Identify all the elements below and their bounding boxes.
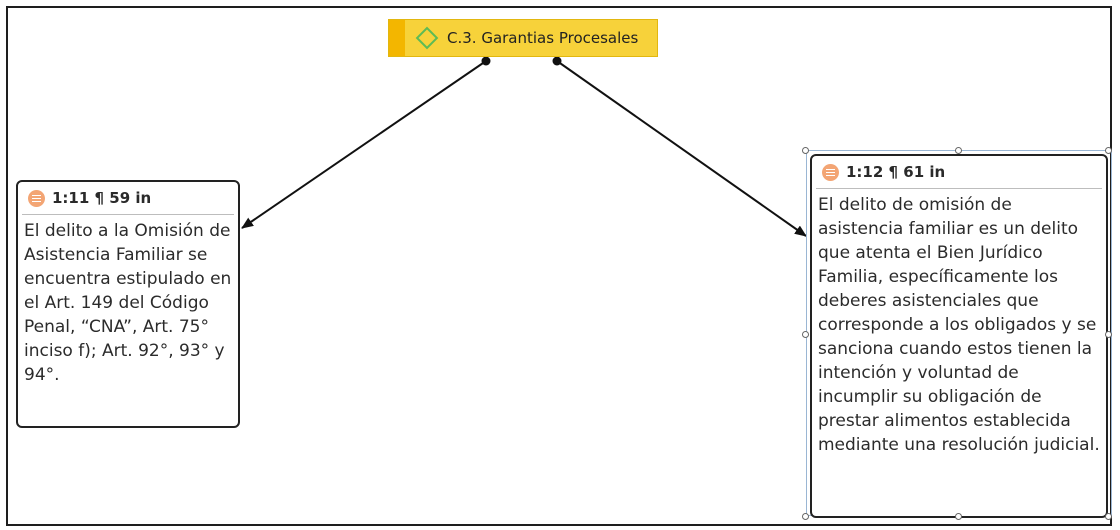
- quotation-icon: [28, 189, 45, 207]
- quotation-text: El delito de omisión de asistencia famil…: [818, 195, 1100, 455]
- quotation-reference: 1:11 ¶ 59 in: [52, 189, 152, 207]
- resize-handle-right[interactable]: [1105, 331, 1112, 338]
- link-start-dot: [481, 56, 491, 66]
- quotation-node[interactable]: 1:11 ¶ 59 in El delito a la Omisión de A…: [16, 180, 240, 428]
- resize-handle-top[interactable]: [955, 147, 962, 154]
- link-to-quote-1-11[interactable]: [241, 60, 487, 229]
- link-start-dot: [552, 56, 562, 66]
- resize-handle-bottom-right[interactable]: [1105, 513, 1112, 520]
- resize-handle-bottom[interactable]: [955, 513, 962, 520]
- link-to-quote-1-12[interactable]: [556, 60, 807, 237]
- code-color-stripe: [389, 20, 405, 56]
- quotation-icon: [822, 163, 839, 181]
- code-label: C.3. Garantias Procesales: [447, 29, 639, 47]
- quotation-node[interactable]: 1:12 ¶ 61 in El delito de omisión de asi…: [810, 154, 1108, 518]
- code-node[interactable]: C.3. Garantias Procesales: [388, 19, 658, 57]
- resize-handle-left[interactable]: [802, 331, 809, 338]
- diamond-code-icon: [415, 26, 439, 50]
- resize-handle-bottom-left[interactable]: [802, 513, 809, 520]
- quotation-text: El delito a la Omisión de Asistencia Fam…: [24, 221, 232, 385]
- quotation-header: 1:11 ¶ 59 in: [22, 182, 234, 215]
- resize-handle-top-right[interactable]: [1105, 147, 1112, 154]
- resize-handle-top-left[interactable]: [802, 147, 809, 154]
- quotation-header: 1:12 ¶ 61 in: [816, 156, 1102, 189]
- quotation-reference: 1:12 ¶ 61 in: [846, 163, 946, 181]
